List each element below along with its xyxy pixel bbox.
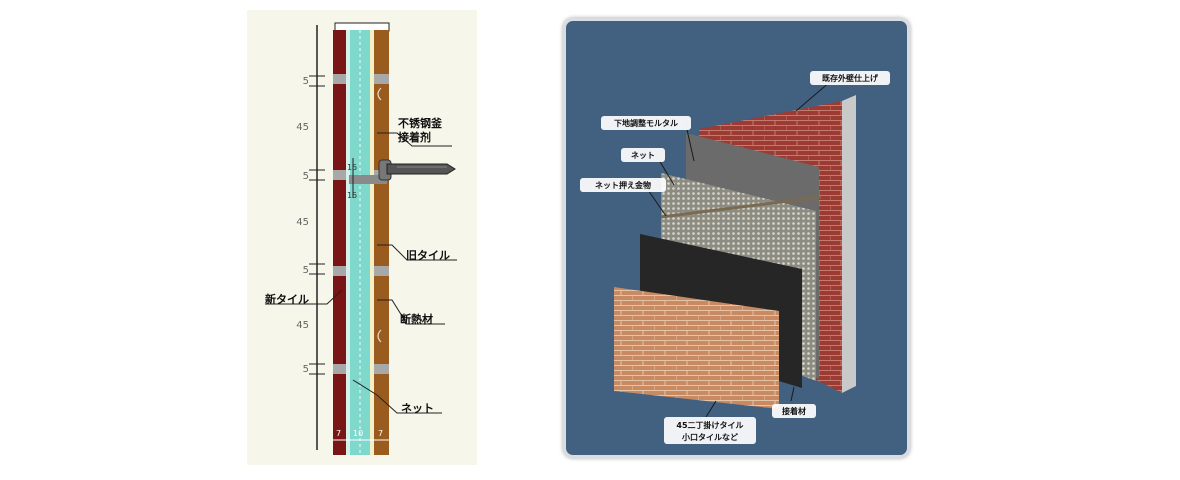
dim-45-c: 45 [296,320,309,331]
old-tile-layer [374,30,389,455]
net-label: ネット [401,402,434,415]
dim-bottom-a: 7 [336,429,341,438]
dim-anchor-b: 15 [347,191,357,200]
dim-bottom-c: 7 [378,429,383,438]
dim-5-d: 5 [303,364,309,375]
top-cap [334,22,390,32]
anchor-label-line2: 接着剂 [398,130,431,144]
dim-5-a: 5 [303,76,309,87]
cross-section-panel: 不锈钢釜 接着剂 旧タイル 新タイル 断熱材 ネット 5 45 5 45 5 4… [247,10,477,465]
new-tile-label: 新タイル [265,292,309,306]
dim-45-b: 45 [296,217,309,228]
svg-text:ネット押え金物: ネット押え金物 [595,180,651,190]
new-tile-layer [333,30,346,455]
net-holder-rod [660,195,822,219]
svg-text:小口タイルなど: 小口タイルなど [681,432,738,442]
svg-text:45二丁掛けタイル: 45二丁掛けタイル [676,420,743,430]
svg-text:既存外壁仕上げ: 既存外壁仕上げ [822,73,879,83]
anchor-bolt [349,159,456,184]
dim-5-c: 5 [303,265,309,276]
dim-bottom-b: 10 [353,429,363,438]
new-tile-layer-3d [614,287,779,409]
label-adhesive: 接着材 [772,404,816,418]
label-net: ネット [621,148,665,162]
label-tile: 45二丁掛けタイル 小口タイルなど [664,417,756,444]
svg-text:接着材: 接着材 [782,406,806,416]
label-base-mortar: 下地調整モルタル [601,116,691,130]
label-net-holder: ネット押え金物 [580,178,666,192]
label-existing: 既存外壁仕上げ [810,71,890,85]
svg-text:下地調整モルタル: 下地調整モルタル [614,118,678,128]
dim-anchor-a: 15 [347,163,357,172]
cross-section-drawing: 不锈钢釜 接着剂 旧タイル 新タイル 断熱材 ネット 5 45 5 45 5 4… [265,22,457,455]
dim-45-a: 45 [296,122,309,133]
insulation-label: 断熱材 [400,312,433,326]
exploded-panel: 既存外壁仕上げ 下地調整モルタル ネット ネット押え金物 接着材 45二丁掛けタ… [563,18,910,458]
svg-text:ネット: ネット [631,150,655,160]
anchor-label-line1: 不锈钢釜 [398,116,443,130]
exploded-drawing: 既存外壁仕上げ 下地調整モルタル ネット ネット押え金物 接着材 45二丁掛けタ… [580,71,890,444]
dim-5-b: 5 [303,171,309,182]
old-tile-label: 旧タイル [406,249,450,262]
